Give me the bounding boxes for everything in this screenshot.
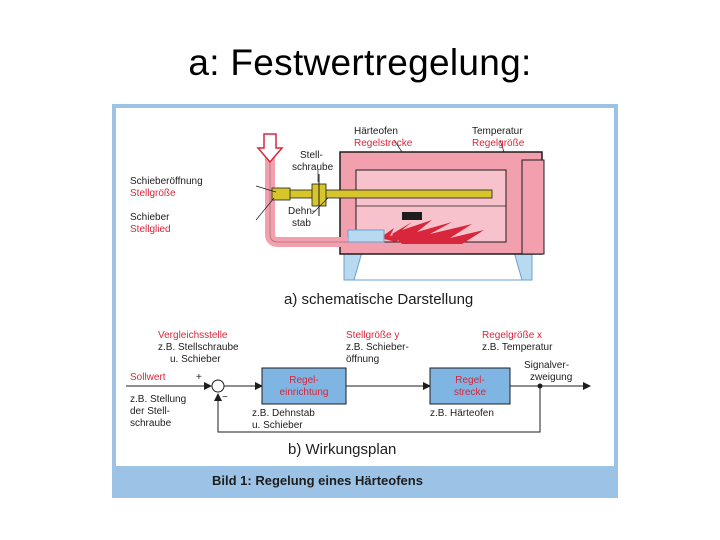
stellgroesse-example-1: z.B. Schieber-	[346, 342, 409, 353]
plant-label-1: Regel-	[455, 375, 484, 386]
sollwert-example-3: schraube	[130, 418, 172, 429]
furnace-label: Härteofen	[354, 126, 398, 137]
slide-title: a: Festwertregelung:	[188, 42, 532, 83]
sollwert-example-2: der Stell-	[130, 406, 170, 417]
compare-example-2: u. Schieber	[170, 354, 221, 365]
minus-sign: −	[222, 392, 228, 403]
feedback-path	[214, 386, 541, 433]
plus-sign: +	[196, 372, 202, 383]
plant-block	[429, 367, 511, 405]
rod-label-2: stab	[292, 218, 311, 229]
sollwert-label: Sollwert	[130, 372, 166, 383]
gas-inflow-arrow	[256, 133, 284, 164]
schematic-labels: Härteofen Regelstrecke Temperatur Regelg…	[130, 126, 525, 308]
sollwert-example-1: z.B. Stellung	[130, 394, 186, 405]
gas-pipe	[265, 144, 348, 247]
furnace-role-label: Regelstrecke	[354, 138, 413, 149]
stellgroesse-example-2: öffnung	[346, 354, 379, 365]
temperature-role-label: Regelgröße	[472, 138, 525, 149]
stellgroesse-label: Stellgröße y	[346, 330, 399, 341]
screw-label: Stell-	[300, 150, 323, 161]
footer-bar	[116, 466, 616, 494]
slide-valve	[271, 187, 291, 201]
controller-block	[261, 367, 347, 405]
controller-example-1: z.B. Dehnstab	[252, 408, 315, 419]
schematic-caption: a) schematische Darstellung	[284, 291, 473, 308]
controller-label-2: einrichtung	[280, 387, 329, 398]
burner-nozzle	[347, 229, 385, 243]
slide-label: Schieber	[130, 212, 170, 223]
rod-holder	[402, 212, 422, 220]
regelgroesse-example: z.B. Temperatur	[482, 342, 553, 353]
block-diagram	[126, 367, 591, 433]
compare-label: Vergleichsstelle	[158, 330, 228, 341]
furnace-stand-opening	[353, 251, 523, 281]
screw-label-2: schraube	[292, 162, 334, 173]
block-diagram-labels: Vergleichsstelle z.B. Stellschraube u. S…	[130, 330, 572, 458]
regelgroesse-label: Regelgröße x	[482, 330, 542, 341]
controller-label-1: Regel-	[289, 375, 318, 386]
figure-haerteofen: Härteofen Regelstrecke Temperatur Regelg…	[112, 104, 620, 500]
plant-example: z.B. Härteofen	[430, 408, 494, 419]
compare-example-1: z.B. Stellschraube	[158, 342, 239, 353]
plant-label-2: strecke	[454, 387, 487, 398]
opening-role-label: Stellgröße	[130, 188, 176, 199]
block-diagram-caption: b) Wirkungsplan	[288, 441, 396, 458]
burner-flames	[380, 220, 484, 244]
slide-role-label: Stellglied	[130, 224, 171, 235]
branch-label-2: zweigung	[530, 372, 572, 383]
branch-label-1: Signalver-	[524, 360, 569, 371]
footer-caption: Bild 1: Regelung eines Härteofens	[212, 473, 423, 488]
temperature-label: Temperatur	[472, 126, 523, 137]
summing-junction	[211, 379, 225, 393]
opening-label: Schieberöffnung	[130, 176, 203, 187]
furnace-door	[521, 159, 545, 255]
figure-svg: Härteofen Regelstrecke Temperatur Regelg…	[112, 104, 618, 498]
controller-example-2: u. Schieber	[252, 420, 303, 431]
rod-label: Dehn-	[288, 206, 315, 217]
schematic-drawing	[255, 133, 545, 281]
